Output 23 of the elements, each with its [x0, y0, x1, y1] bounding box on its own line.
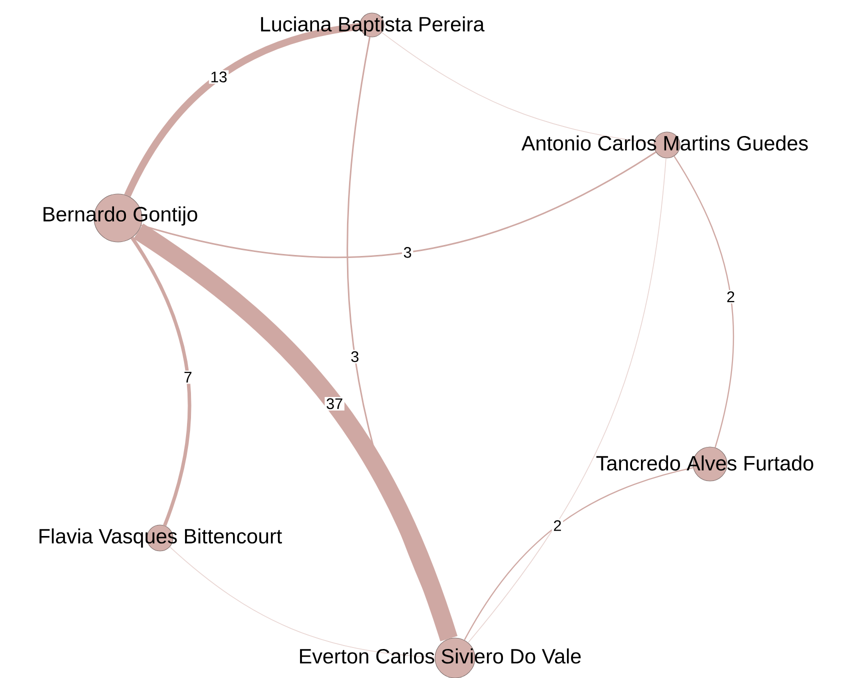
- network-edge: [346, 36, 447, 640]
- node-label: Everton Carlos Siviero Do Vale: [300, 648, 581, 664]
- node-label: Bernardo Gontijo: [44, 206, 198, 226]
- edge-label: 2: [554, 520, 561, 531]
- edge-label: 37: [326, 398, 342, 410]
- network-edge: [133, 224, 458, 642]
- node-label: Luciana Baptista Pereira: [261, 16, 485, 36]
- node-label: Flavia Vasques Bittencourt: [40, 528, 282, 548]
- edge-label: 3: [404, 247, 412, 258]
- edge-label: 3: [351, 351, 358, 362]
- edge-label: 7: [184, 372, 192, 382]
- network-edge: [464, 467, 694, 640]
- network-edge: [130, 236, 192, 526]
- network-edge: [169, 546, 436, 658]
- node-label: Tancredo Alves Furtado: [596, 455, 814, 471]
- edge-label: 2: [727, 291, 734, 302]
- network-edge: [381, 32, 654, 144]
- network-edge: [468, 158, 666, 643]
- network-edge: [124, 23, 360, 198]
- network-edge: [674, 156, 734, 448]
- node-label: Antonio Carlos Martins Guedes: [521, 135, 808, 151]
- network-edge: [140, 152, 656, 258]
- edge-label: 13: [211, 72, 227, 82]
